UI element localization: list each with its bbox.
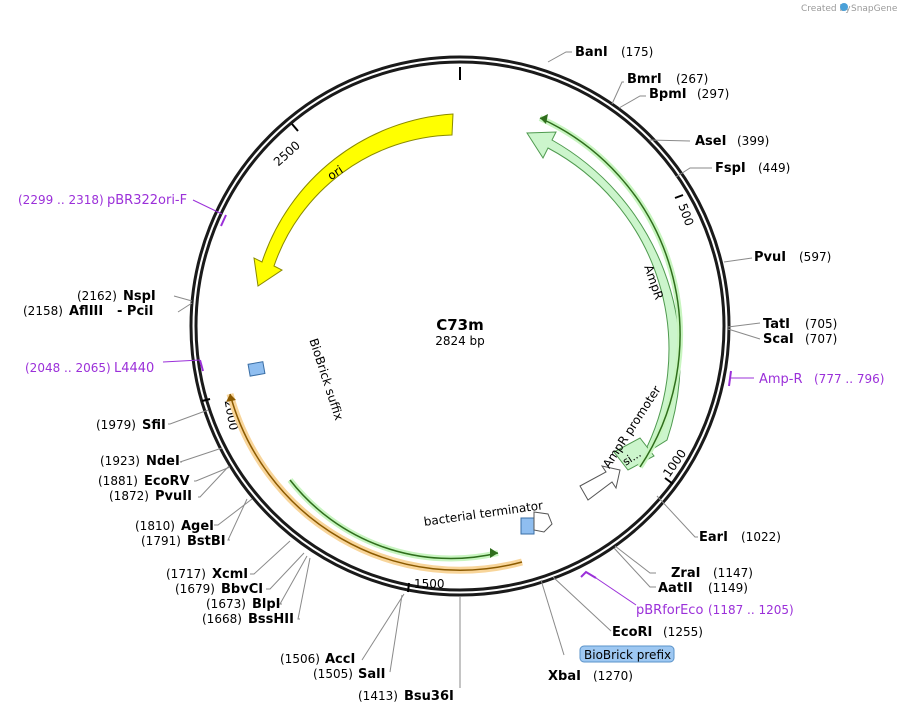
plasmid-length: 2824 bp <box>435 334 485 348</box>
enzyme-ndei-name[interactable]: NdeI <box>146 454 180 469</box>
enzyme-pvuii-name[interactable]: PvuII <box>155 489 192 504</box>
enzyme-fspi-name[interactable]: FspI <box>715 161 746 176</box>
enzyme-bsshii-name[interactable]: BssHII <box>248 612 294 627</box>
terminator-feature[interactable] <box>520 517 535 535</box>
snapgene-logo-icon <box>840 3 848 11</box>
credit-text: Created by <box>801 4 851 14</box>
enzyme-eari-pos: (1022) <box>741 530 781 544</box>
primer-pbr322ori-f-name[interactable]: pBR322ori-F <box>107 193 187 208</box>
insert-region-arrowhead <box>226 394 236 402</box>
enzyme-acci-pos: (1506) <box>280 652 320 666</box>
enzyme-pvui-name[interactable]: PvuI <box>754 250 786 265</box>
enzyme-acci-name[interactable]: AccI <box>325 652 355 667</box>
ampr-cds-line <box>539 117 681 468</box>
enzyme-zrai-name[interactable]: ZraI <box>671 566 700 581</box>
enzyme-bsu36i-name[interactable]: Bsu36I <box>404 689 454 704</box>
primer-pbrforeco-name[interactable]: pBRforEco <box>636 603 703 618</box>
enzyme-bstbi-name[interactable]: BstBI <box>187 534 226 549</box>
backbone-outer <box>189 55 731 597</box>
primer-amp-r-range: (777 .. 796) <box>814 372 884 386</box>
plasmid-name: C73m <box>436 316 484 334</box>
enzyme-ndei-pos: (1923) <box>100 454 140 468</box>
ampr-signal-feature[interactable] <box>613 437 655 471</box>
biobrick-suffix-label: BioBrick suffix <box>306 337 346 422</box>
enzyme-sfii-pos: (1979) <box>96 418 136 432</box>
tick-2500: 2500 <box>271 138 303 169</box>
enzyme-nspi-name[interactable]: NspI <box>123 289 156 304</box>
backbone-inner <box>194 60 726 592</box>
enzyme-aatii-pos: (1149) <box>708 581 748 595</box>
biobrick-prefix-label: BioBrick prefix <box>584 648 671 662</box>
insert-region-line <box>229 393 523 572</box>
enzyme-afliii-name[interactable]: AflIII <box>69 304 103 319</box>
enzyme-sali-pos: (1505) <box>313 667 353 681</box>
enzyme-ecorv-pos: (1881) <box>98 474 138 488</box>
inner-orf-line <box>289 479 499 560</box>
enzyme-xcmi-pos: (1717) <box>166 567 206 581</box>
enzyme-agei-pos: (1810) <box>135 519 175 533</box>
primer-l4440-range: (2048 .. 2065) <box>25 361 111 375</box>
enzyme-bani-pos: (175) <box>621 45 653 59</box>
biobrick-prefix-tag[interactable] <box>579 645 675 663</box>
inner-orf-arrowhead <box>490 548 498 558</box>
enzyme-bstbi-pos: (1791) <box>141 534 181 548</box>
enzyme-pcii-name[interactable]: - PciI <box>117 304 153 319</box>
primer-pbrforeco-range: (1187 .. 1205) <box>708 603 794 617</box>
enzyme-tati-pos: (705) <box>805 317 837 331</box>
biobrick-suffix-box[interactable] <box>247 361 266 377</box>
enzyme-pvuii-pos: (1872) <box>109 489 149 503</box>
enzyme-pvui-pos: (597) <box>799 250 831 264</box>
enzyme-bani-name[interactable]: BanI <box>575 45 608 60</box>
enzyme-afliii-pos: (2158) <box>23 304 63 318</box>
enzyme-asei-pos: (399) <box>737 134 769 148</box>
enzyme-scai-name[interactable]: ScaI <box>763 332 794 347</box>
primer-marks <box>199 214 732 579</box>
enzyme-aatii-name[interactable]: AatII <box>658 581 693 596</box>
enzyme-xbai-pos: (1270) <box>593 669 633 683</box>
credit-brand: SnapGene <box>851 4 898 14</box>
enzyme-sfii-name[interactable]: SfiI <box>142 418 166 433</box>
enzyme-fspi-pos: (449) <box>758 161 790 175</box>
ampr-promoter-feature[interactable] <box>579 465 621 501</box>
primer-l4440-name[interactable]: L4440 <box>114 361 154 376</box>
primer-leaders <box>162 199 754 606</box>
ampr-cds-arrowhead <box>540 114 548 124</box>
enzyme-blpi-name[interactable]: BlpI <box>252 597 281 612</box>
enzyme-eari-name[interactable]: EarI <box>699 530 728 545</box>
primer-pbr322ori-f-range: (2299 .. 2318) <box>18 193 104 207</box>
enzyme-bsshii-pos: (1668) <box>202 612 242 626</box>
enzyme-nspi-pos: (2162) <box>77 289 117 303</box>
enzyme-ecorv-name[interactable]: EcoRV <box>144 474 190 489</box>
terminator-arrow <box>533 511 553 533</box>
enzyme-bpmi-name[interactable]: BpmI <box>649 87 687 102</box>
enzyme-bpmi-pos: (297) <box>697 87 729 101</box>
enzyme-xcmi-name[interactable]: XcmI <box>212 567 248 582</box>
enzyme-agei-name[interactable]: AgeI <box>181 519 214 534</box>
enzyme-zrai-pos: (1147) <box>713 566 753 580</box>
ruler-ticks <box>201 123 684 593</box>
enzyme-bsu36i-pos: (1413) <box>358 689 398 703</box>
ori-feature[interactable] <box>253 113 454 287</box>
tick-1500: 1500 <box>414 577 445 591</box>
enzyme-tati-name[interactable]: TatI <box>763 317 790 332</box>
enzyme-bmri-pos: (267) <box>676 72 708 86</box>
enzyme-bbvci-name[interactable]: BbvCI <box>221 582 263 597</box>
enzyme-sali-name[interactable]: SalI <box>358 667 385 682</box>
enzyme-ecori-name[interactable]: EcoRI <box>612 625 652 640</box>
enzyme-scai-pos: (707) <box>805 332 837 346</box>
enzyme-xbai-name[interactable]: XbaI <box>548 669 581 684</box>
enzyme-bmri-name[interactable]: BmrI <box>627 72 662 87</box>
enzyme-ecori-pos: (1255) <box>663 625 703 639</box>
enzyme-asei-name[interactable]: AseI <box>695 134 726 149</box>
enzyme-leaders <box>168 51 761 688</box>
enzyme-bbvci-pos: (1679) <box>175 582 215 596</box>
enzyme-blpi-pos: (1673) <box>206 597 246 611</box>
primer-amp-r-name[interactable]: Amp-R <box>759 372 803 387</box>
